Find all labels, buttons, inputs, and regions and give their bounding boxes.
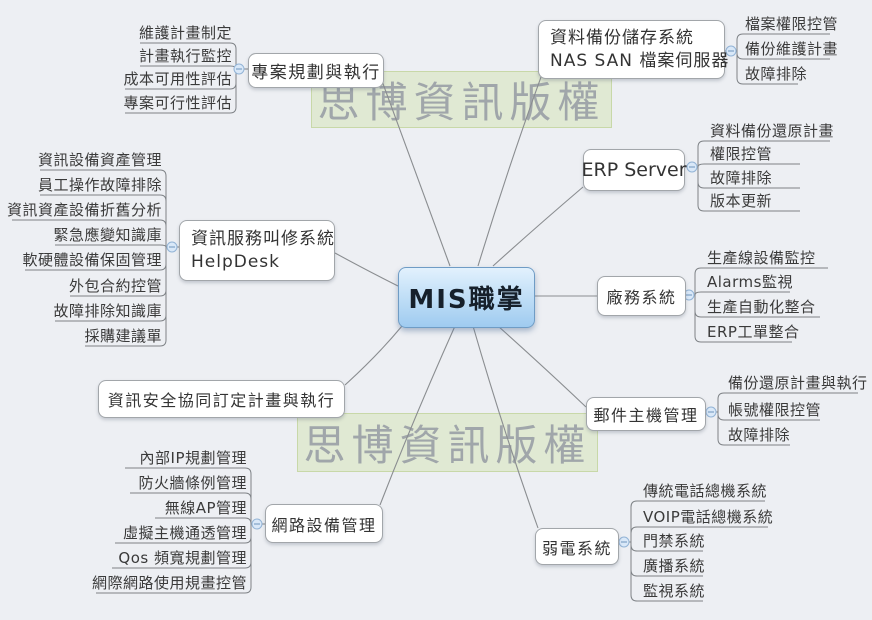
branch-line — [381, 80, 451, 267]
leaf-line — [140, 42, 237, 69]
branch-topic-label: 資訊服務叫修系統 — [191, 228, 335, 249]
leaf-line — [12, 219, 167, 247]
branch-topic-project[interactable]: 專案規劃與執行 — [248, 53, 384, 88]
leaf-line — [630, 526, 768, 542]
leaf-topic[interactable]: 故障排除知識庫 — [53, 302, 162, 320]
leaf-line — [40, 194, 167, 247]
leaf-topic[interactable]: 專案可行性評估 — [123, 94, 232, 112]
branch-topic-helpdesk[interactable]: 資訊服務叫修系統 HelpDesk — [179, 220, 335, 281]
leaf-topic[interactable]: 無線AP管理 — [164, 499, 247, 517]
branch-topic-mail-server[interactable]: 郵件主機管理 — [586, 397, 706, 431]
leaf-topic[interactable]: 內部IP規劃管理 — [139, 449, 247, 467]
leaf-topic[interactable]: Alarms監視 — [707, 273, 793, 291]
leaf-line — [155, 517, 252, 525]
leaf-topic[interactable]: 故障排除 — [745, 65, 808, 83]
branch-topic-label: NAS SAN 檔案伺服器 — [550, 50, 730, 71]
branch-line — [492, 186, 584, 267]
leaf-line — [55, 244, 167, 248]
leaf-line — [96, 524, 252, 594]
leaf-topic[interactable]: 傳統電話總機系統 — [643, 482, 768, 500]
leaf-topic[interactable]: 故障排除 — [710, 169, 773, 187]
leaf-topic[interactable]: 員工操作故障排除 — [37, 176, 162, 194]
leaf-line — [85, 247, 167, 347]
collapse-toggle-icon[interactable] — [251, 518, 263, 530]
branch-line — [497, 325, 587, 408]
leaf-topic[interactable]: 帳號權限控管 — [728, 401, 822, 419]
branch-topic-label: 資料備份儲存系統 — [550, 27, 694, 48]
branch-line — [379, 325, 456, 506]
leaf-line — [630, 542, 703, 602]
leaf-line — [694, 291, 790, 296]
leaf-topic[interactable]: 生產自動化整合 — [707, 298, 816, 316]
branch-topic-factory[interactable]: 廠務系統 — [597, 276, 686, 316]
collapse-toggle-icon[interactable] — [705, 406, 717, 418]
leaf-topic[interactable]: 維護計畫制定 — [138, 24, 232, 42]
branch-topic-backup-storage[interactable]: 資料備份儲存系統 NAS SAN 檔案伺服器 — [538, 20, 728, 79]
leaf-topic[interactable]: 計畫執行監控 — [138, 47, 232, 65]
branch-lines — [334, 76, 597, 529]
leaf-topic[interactable]: 虛擬主機通透管理 — [122, 524, 247, 542]
leaf-line — [630, 500, 765, 542]
branch-topic-security[interactable]: 資訊安全協同訂定計畫與執行 — [98, 380, 345, 418]
central-topic[interactable]: MIS職掌 — [398, 267, 535, 328]
leaf-topic[interactable]: 資訊資產設備折舊分析 — [6, 201, 162, 219]
collapse-toggle-icon[interactable] — [686, 161, 698, 173]
leaf-topic[interactable]: 網際網路使用規畫控管 — [91, 574, 247, 592]
leaf-topic[interactable]: 防火牆條例管理 — [138, 474, 247, 492]
leaf-topic[interactable]: 緊急應變知識庫 — [53, 226, 162, 244]
leaf-line — [694, 267, 828, 295]
leaf-topic[interactable]: 門禁系統 — [643, 532, 706, 550]
leaf-line — [736, 33, 830, 51]
leaf-line — [130, 492, 252, 524]
collapse-toggle-icon[interactable] — [233, 63, 245, 75]
branch-topic-label: HelpDesk — [191, 251, 281, 272]
copyright-watermark: 思博資訊版權 — [297, 413, 598, 472]
leaf-topic[interactable]: 備份還原計畫與執行 — [728, 374, 868, 392]
branch-line — [334, 252, 399, 287]
leaf-line — [125, 467, 252, 524]
leaf-line — [694, 295, 792, 343]
leaf-topic[interactable]: 採購建議單 — [84, 327, 162, 345]
leaf-topic[interactable]: 成本可用性評估 — [123, 70, 232, 88]
leaf-topic[interactable]: 資訊設備資產管理 — [37, 151, 162, 169]
leaf-line — [697, 140, 830, 167]
branch-topic-weak-current[interactable]: 弱電系統 — [535, 528, 619, 565]
leaf-topic[interactable]: 檔案權限控管 — [745, 15, 839, 33]
collapse-toggle-icon[interactable] — [725, 45, 737, 57]
leaf-line — [40, 169, 167, 247]
leaf-topic[interactable]: 故障排除 — [728, 426, 791, 444]
leaf-line — [697, 163, 800, 168]
branch-topic-network[interactable]: 網路設備管理 — [265, 504, 383, 543]
branch-topic-erp-server[interactable]: ERP Server — [582, 149, 687, 191]
leaf-topic[interactable]: 備份維護計畫 — [745, 40, 839, 58]
collapse-toggle-icon[interactable] — [166, 241, 178, 253]
collapse-toggle-icon[interactable] — [618, 536, 630, 548]
leaf-line — [717, 392, 858, 412]
leaf-topic[interactable]: ERP工單整合 — [707, 323, 800, 341]
leaf-topic[interactable]: 資料備份還原計畫 — [710, 122, 835, 140]
collapse-toggles — [166, 45, 737, 548]
leaf-topic[interactable]: 版本更新 — [710, 192, 773, 210]
branch-line — [477, 76, 542, 267]
leaf-line — [736, 51, 798, 85]
leaf-topic[interactable]: 監視系統 — [643, 582, 706, 600]
leaf-bracket-lines — [12, 33, 858, 602]
leaf-line — [717, 412, 790, 446]
leaf-topic[interactable]: 軟硬體設備保固管理 — [22, 251, 162, 269]
leaf-topic[interactable]: 生產線設備監控 — [707, 249, 816, 267]
branch-line — [344, 325, 403, 386]
leaf-line — [697, 167, 800, 212]
branch-line — [472, 325, 539, 529]
leaf-line — [125, 69, 237, 114]
leaf-topic[interactable]: 權限控管 — [710, 145, 773, 163]
leaf-topic[interactable]: 廣播系統 — [643, 557, 706, 575]
leaf-topic[interactable]: VOIP電話總機系統 — [643, 508, 774, 526]
leaf-topic[interactable]: 外包合約控管 — [68, 277, 162, 295]
leaf-topic[interactable]: Qos 頻寬規劃管理 — [118, 549, 247, 567]
